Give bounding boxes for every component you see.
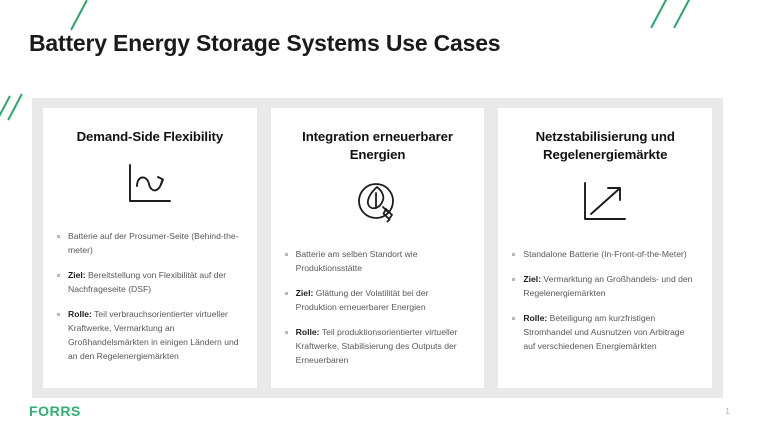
bullet-text: Batterie am selben Standort wie Produkti… [296, 248, 471, 276]
list-item: Ziel: Bereitstellung von Flexibilität au… [57, 269, 243, 297]
list-item: Batterie auf der Prosumer-Seite (Behind-… [57, 230, 243, 258]
card-title: Netzstabilisierung und Regelenergiemärkt… [535, 129, 675, 163]
leaf-plug-circle-icon [285, 172, 471, 234]
card-title: Demand-Side Flexibility [76, 129, 224, 144]
bullet-body: Vermarktung an Großhandels- und den Rege… [523, 274, 693, 299]
bullet-label: Rolle: [523, 313, 548, 324]
use-case-card-netzstabilisierung-und-regelenergiemaerkte: Netzstabilisierung und Regelenergiemärkt… [498, 108, 713, 388]
list-item: Standalone Batterie (In-Front-of-the-Met… [512, 248, 698, 262]
list-item: Rolle: Teil produktionsorientierter virt… [284, 326, 471, 368]
bullet-label: Ziel: [295, 288, 314, 299]
use-case-card-demand-side-flexibility: Demand-Side Flexibility Batterie auf der… [43, 108, 257, 388]
use-case-panel: Demand-Side Flexibility Batterie auf der… [32, 98, 723, 398]
bullet-list: Standalone Batterie (In-Front-of-the-Met… [512, 248, 698, 354]
list-item: Rolle: Teil verbrauchsorientierter virtu… [57, 308, 243, 364]
rising-arrow-chart-icon [512, 172, 698, 234]
bullet-list: Batterie am selben Standort wie Produkti… [284, 248, 471, 368]
bullet-text: Ziel: Glättung der Volatilität bei der P… [296, 287, 471, 315]
bullet-marker [512, 278, 516, 282]
bullet-body: Glättung der Volatilität bei der Produkt… [295, 288, 429, 313]
bullet-text: Ziel: Bereitstellung von Flexibilität au… [68, 269, 243, 297]
bullet-label: Rolle: [295, 327, 320, 338]
bullet-marker [57, 274, 60, 278]
bullet-marker [284, 331, 288, 335]
use-case-card-integration-erneuerbarer-energien: Integration erneuerbarer Energien Batter… [270, 108, 485, 388]
green-slash-icon [70, 0, 88, 31]
bullet-text: Rolle: Teil verbrauchsorientierter virtu… [68, 308, 243, 364]
bullet-body: Beteiligung am kurzfristigen Stromhandel… [523, 313, 685, 352]
page-number: 1 [725, 406, 730, 416]
bullet-text: Batterie auf der Prosumer-Seite (Behind-… [68, 230, 243, 258]
bullet-body: Teil produktionsorientierter virtueller … [295, 327, 458, 365]
card-title: Integration erneuerbarer Energien [302, 129, 453, 163]
bullet-marker [57, 312, 60, 316]
list-item: Rolle: Beteiligung am kurzfristigen Stro… [512, 312, 698, 354]
bullet-body: Batterie am selben Standort wie Produkti… [295, 249, 418, 274]
list-item: Batterie am selben Standort wie Produkti… [284, 248, 471, 276]
wave-chart-arrow-icon [57, 154, 243, 216]
bullet-marker [284, 292, 288, 296]
forrs-logo: FORRS [29, 403, 81, 419]
bullet-body: Teil verbrauchsorientierter virtueller K… [68, 308, 239, 361]
bullet-body: Standalone Batterie (In-Front-of-the-Met… [523, 249, 687, 260]
list-item: Ziel: Glättung der Volatilität bei der P… [284, 287, 471, 315]
bullet-label: Rolle: [68, 308, 92, 319]
bullet-text: Ziel: Vermarktung an Großhandels- und de… [523, 273, 698, 301]
bullet-marker [512, 253, 516, 257]
bullet-list: Batterie auf der Prosumer-Seite (Behind-… [57, 230, 243, 363]
green-slash-icon [673, 0, 691, 29]
page-title: Battery Energy Storage Systems Use Cases [29, 30, 501, 56]
green-slash-icon [650, 0, 668, 29]
bullet-label: Ziel: [523, 274, 542, 285]
list-item: Ziel: Vermarktung an Großhandels- und de… [512, 273, 698, 301]
bullet-body: Bereitstellung von Flexibilität auf der … [68, 270, 227, 294]
bullet-text: Standalone Batterie (In-Front-of-the-Met… [523, 248, 698, 262]
bullet-body: Batterie auf der Prosumer-Seite (Behind-… [68, 231, 239, 256]
bullet-text: Rolle: Beteiligung am kurzfristigen Stro… [523, 312, 698, 354]
bullet-label: Ziel: [68, 270, 86, 281]
bullet-marker [512, 317, 516, 321]
bullet-marker [284, 253, 288, 257]
bullet-marker [57, 235, 60, 239]
bullet-text: Rolle: Teil produktionsorientierter virt… [296, 326, 471, 368]
